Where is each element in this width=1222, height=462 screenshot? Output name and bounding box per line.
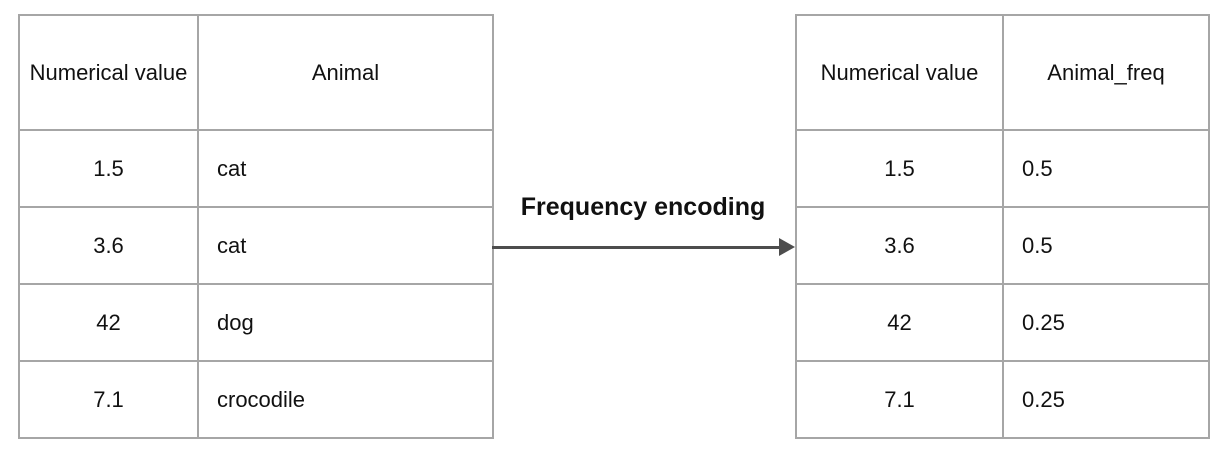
encoded-table: Numerical value Animal_freq 1.5 0.5 3.6 … — [795, 14, 1210, 439]
table-row: 3.6 0.5 — [795, 206, 1210, 285]
header-animal-freq: Animal_freq — [1002, 14, 1210, 131]
table-cell: 7.1 — [18, 360, 199, 439]
table-row: 7.1 crocodile — [18, 360, 494, 439]
table-cell: 0.25 — [1002, 283, 1210, 362]
table-cell: 0.25 — [1002, 360, 1210, 439]
table-cell: 42 — [18, 283, 199, 362]
table-row: 1.5 0.5 — [795, 129, 1210, 208]
table-cell: 0.5 — [1002, 129, 1210, 208]
table-cell: 3.6 — [18, 206, 199, 285]
table-cell: 1.5 — [18, 129, 199, 208]
table-cell: cat — [197, 129, 494, 208]
table-row: 42 0.25 — [795, 283, 1210, 362]
arrow-right-icon — [779, 238, 795, 256]
table-cell: dog — [197, 283, 494, 362]
header-numerical-value: Numerical value — [18, 14, 199, 131]
table-cell: 1.5 — [795, 129, 1004, 208]
arrow-line — [492, 246, 781, 249]
table-cell: 42 — [795, 283, 1004, 362]
table-cell: cat — [197, 206, 494, 285]
table-row: 42 dog — [18, 283, 494, 362]
table-header-row: Numerical value Animal_freq — [795, 14, 1210, 131]
table-cell: crocodile — [197, 360, 494, 439]
table-row: 1.5 cat — [18, 129, 494, 208]
table-cell: 0.5 — [1002, 206, 1210, 285]
table-row: 3.6 cat — [18, 206, 494, 285]
header-numerical-value: Numerical value — [795, 14, 1004, 131]
table-header-row: Numerical value Animal — [18, 14, 494, 131]
table-cell: 3.6 — [795, 206, 1004, 285]
header-animal: Animal — [197, 14, 494, 131]
table-row: 7.1 0.25 — [795, 360, 1210, 439]
frequency-encoding-label: Frequency encoding — [520, 193, 766, 221]
table-cell: 7.1 — [795, 360, 1004, 439]
source-table: Numerical value Animal 1.5 cat 3.6 cat 4… — [18, 14, 494, 439]
